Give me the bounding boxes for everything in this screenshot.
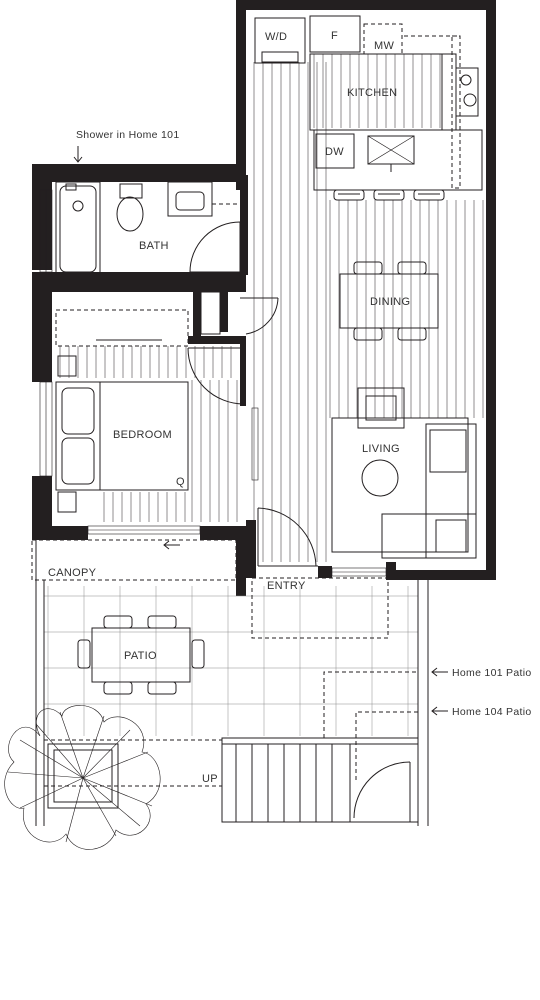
dishwasher: [315, 133, 355, 169]
bedroom: [55, 309, 189, 513]
windows: [39, 189, 387, 577]
fridge: [309, 15, 361, 53]
entry-label: ENTRY: [267, 580, 306, 592]
bed-size-label: Q: [176, 476, 185, 488]
canopy-label: CANOPY: [48, 567, 97, 579]
floor-hatching: [59, 54, 484, 562]
patio-outlines: [31, 539, 429, 826]
patio-table-set: [77, 615, 205, 695]
kitchen: [254, 15, 483, 201]
fridge-label: F: [331, 30, 338, 42]
dishwasher-label: DW: [325, 146, 344, 158]
stairs-up-label: UP: [202, 773, 218, 785]
bathtub: [55, 181, 101, 279]
bath-label: BATH: [139, 240, 169, 252]
walls: [32, 0, 496, 596]
nightstand-top: [57, 355, 77, 377]
labels: W/D F MW KITCHEN DW Shower in Home 101 B…: [48, 30, 532, 785]
stairs: [221, 737, 419, 823]
coffee-table: [361, 459, 399, 497]
shower-note: Shower in Home 101: [76, 129, 179, 141]
bath: [55, 181, 241, 279]
home-101-patio-label: Home 101 Patio: [452, 667, 532, 679]
washer-dryer-label: W/D: [265, 31, 287, 43]
arrows: [73, 146, 448, 716]
dining-table: [339, 273, 439, 329]
doors: [187, 291, 318, 567]
living-label: LIVING: [362, 443, 400, 455]
home-104-patio-label: Home 104 Patio: [452, 706, 532, 718]
queen-bed: [55, 381, 189, 491]
patio-table: [91, 627, 191, 683]
bedroom-label: BEDROOM: [113, 429, 172, 441]
nightstand-bottom: [57, 491, 77, 513]
patio-label: PATIO: [124, 650, 157, 662]
tree-planter: [4, 705, 161, 850]
washer-dryer: [254, 17, 306, 64]
living: [331, 387, 477, 559]
armchair: [357, 387, 405, 429]
microwave-label: MW: [374, 40, 394, 52]
patio-area: [44, 586, 418, 736]
toilet: [116, 196, 144, 232]
kitchen-island: [313, 129, 483, 191]
kitchen-label: KITCHEN: [347, 87, 397, 99]
rug: [331, 417, 469, 553]
dining: [339, 261, 439, 341]
stove: [455, 67, 479, 117]
dining-label: DINING: [370, 296, 410, 308]
vanity: [167, 181, 213, 217]
